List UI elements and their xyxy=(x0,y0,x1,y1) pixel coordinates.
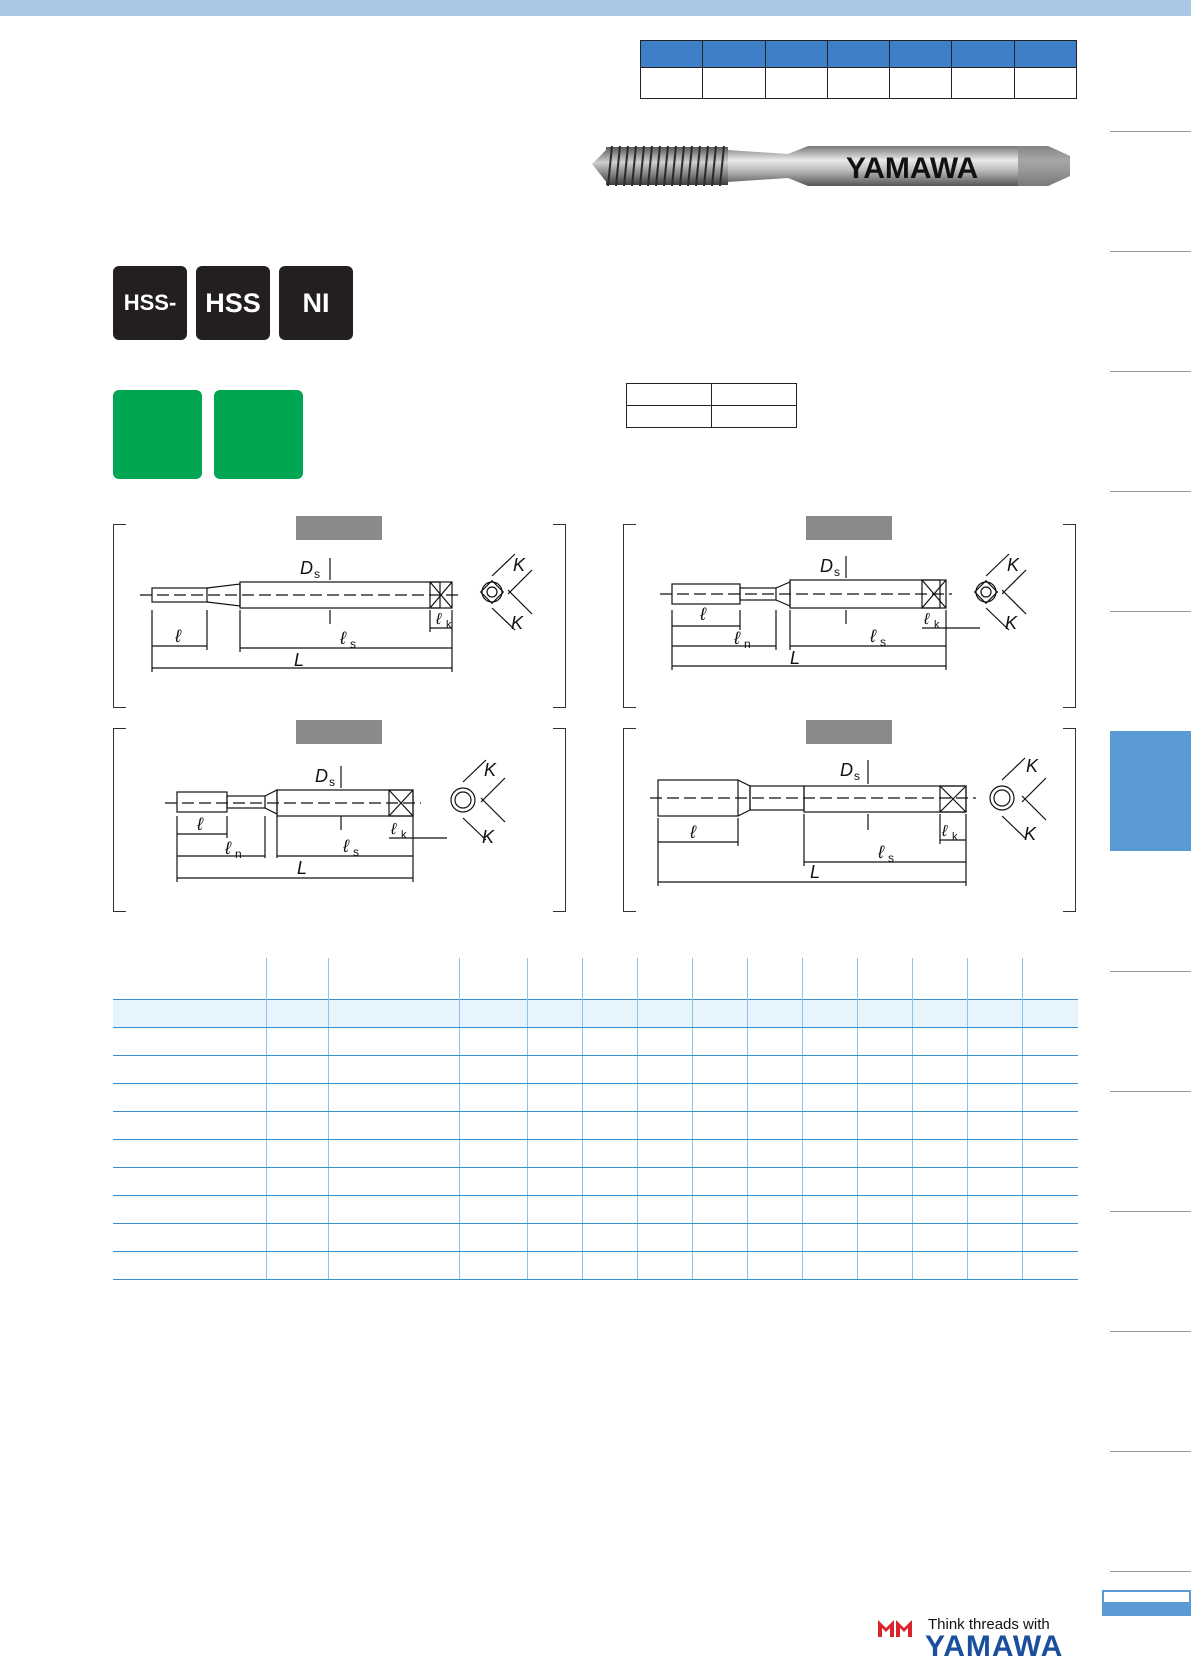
side-tab-divider xyxy=(1110,611,1191,612)
panel-label xyxy=(296,720,382,744)
photo-brand: YAMAWA xyxy=(846,152,978,185)
label-lk: ℓ xyxy=(923,611,930,628)
label-k-top: K xyxy=(513,555,526,575)
spec-table xyxy=(639,40,1078,99)
side-tab-divider xyxy=(1110,131,1191,132)
label-ds: D xyxy=(300,558,313,578)
table-header-row xyxy=(113,958,1078,1000)
material-badge-hss: HSS xyxy=(196,266,270,340)
table-row xyxy=(113,1139,1078,1168)
label-l: ℓ xyxy=(689,822,697,842)
panel-bracket-right xyxy=(1063,728,1076,912)
table-row xyxy=(113,1251,1078,1280)
svg-text:s: s xyxy=(314,567,320,581)
panel-label xyxy=(806,720,892,744)
panel-bracket-left xyxy=(623,524,636,708)
label-L: L xyxy=(810,862,820,882)
table-row xyxy=(113,1223,1078,1252)
side-tab-divider xyxy=(1110,371,1191,372)
table-row xyxy=(113,999,1078,1028)
label-l: ℓ xyxy=(196,814,204,834)
side-tab-divider xyxy=(1110,1331,1191,1332)
top-color-bar xyxy=(0,0,1191,16)
panel-bracket-left xyxy=(113,728,126,912)
label-k-top: K xyxy=(1007,555,1020,575)
label-k-bottom: K xyxy=(1005,613,1018,633)
table-row xyxy=(113,1055,1078,1084)
svg-text:s: s xyxy=(350,637,356,651)
tap-drawing-type-3: D s ℓ ℓ n ℓ s ℓ k L K K xyxy=(165,759,506,882)
label-k-bottom: K xyxy=(511,613,524,633)
side-tab-divider xyxy=(1110,971,1191,972)
svg-text:k: k xyxy=(401,829,407,841)
logo-tagline: Think threads with xyxy=(928,1616,1050,1633)
label-l: ℓ xyxy=(699,604,707,624)
svg-text:s: s xyxy=(854,769,860,783)
tap-drawing-type-1: D s ℓ ℓ s ℓ k L K K xyxy=(140,553,533,672)
tap-drawing-type-4: D s ℓ ℓ s ℓ k L K K xyxy=(650,756,1047,886)
side-tab-divider xyxy=(1110,1211,1191,1212)
label-lk: ℓ xyxy=(435,611,442,628)
svg-text:k: k xyxy=(446,619,452,631)
panel-bracket-right xyxy=(1063,524,1076,708)
table-row xyxy=(113,1111,1078,1140)
label-l: ℓ xyxy=(174,626,182,646)
page-number-box xyxy=(1102,1590,1191,1616)
panel-bracket-right xyxy=(553,728,566,912)
label-ls: ℓ xyxy=(342,836,350,856)
label-k-top: K xyxy=(484,760,497,780)
side-tab-divider xyxy=(1110,1091,1191,1092)
table-row xyxy=(113,1195,1078,1224)
table-row xyxy=(113,1167,1078,1196)
table-row xyxy=(113,1027,1078,1056)
logo-brand: YAMAWA xyxy=(925,1630,1064,1663)
tap-photo: YAMAWA xyxy=(592,145,1070,187)
side-tab-divider xyxy=(1110,251,1191,252)
panel-bracket-left xyxy=(623,728,636,912)
coating-badge-ni: NI xyxy=(279,266,353,340)
label-ls: ℓ xyxy=(877,842,885,862)
side-tab-divider xyxy=(1110,1571,1191,1572)
svg-text:s: s xyxy=(834,565,840,579)
application-badge-2 xyxy=(214,390,303,479)
panel-label xyxy=(296,516,382,540)
svg-text:n: n xyxy=(744,637,751,651)
label-ds: D xyxy=(820,556,833,576)
svg-text:k: k xyxy=(952,831,958,843)
label-L: L xyxy=(294,650,304,670)
label-ln: ℓ xyxy=(733,628,741,648)
side-tab-active[interactable] xyxy=(1110,731,1191,851)
svg-text:n: n xyxy=(235,847,242,861)
label-lk: ℓ xyxy=(390,821,397,838)
label-k-bottom: K xyxy=(482,827,495,847)
material-badge-hss-pm: HSS- xyxy=(113,266,187,340)
label-ds: D xyxy=(840,760,853,780)
svg-text:s: s xyxy=(888,851,894,865)
small-table xyxy=(626,383,797,428)
panel-bracket-right xyxy=(553,524,566,708)
side-tab-divider xyxy=(1110,491,1191,492)
label-k-top: K xyxy=(1026,756,1039,776)
application-badge-1 xyxy=(113,390,202,479)
label-lk: ℓ xyxy=(941,823,948,840)
svg-text:s: s xyxy=(880,635,886,649)
label-ls: ℓ xyxy=(339,628,347,648)
label-k-bottom: K xyxy=(1024,824,1037,844)
svg-text:s: s xyxy=(353,845,359,859)
label-ls: ℓ xyxy=(869,626,877,646)
svg-text:s: s xyxy=(329,775,335,789)
table-row xyxy=(113,1083,1078,1112)
tap-drawing-type-2: D s ℓ ℓ n ℓ s ℓ k L K K xyxy=(660,553,1027,670)
svg-text:k: k xyxy=(934,619,940,631)
panel-label xyxy=(806,516,892,540)
label-ds: D xyxy=(315,766,328,786)
label-ln: ℓ xyxy=(224,838,232,858)
panel-bracket-left xyxy=(113,524,126,708)
side-tab-divider xyxy=(1110,1451,1191,1452)
yamawa-logo-mark xyxy=(878,1620,912,1637)
label-L: L xyxy=(297,858,307,878)
label-L: L xyxy=(790,648,800,668)
dimension-table xyxy=(113,958,1078,1280)
